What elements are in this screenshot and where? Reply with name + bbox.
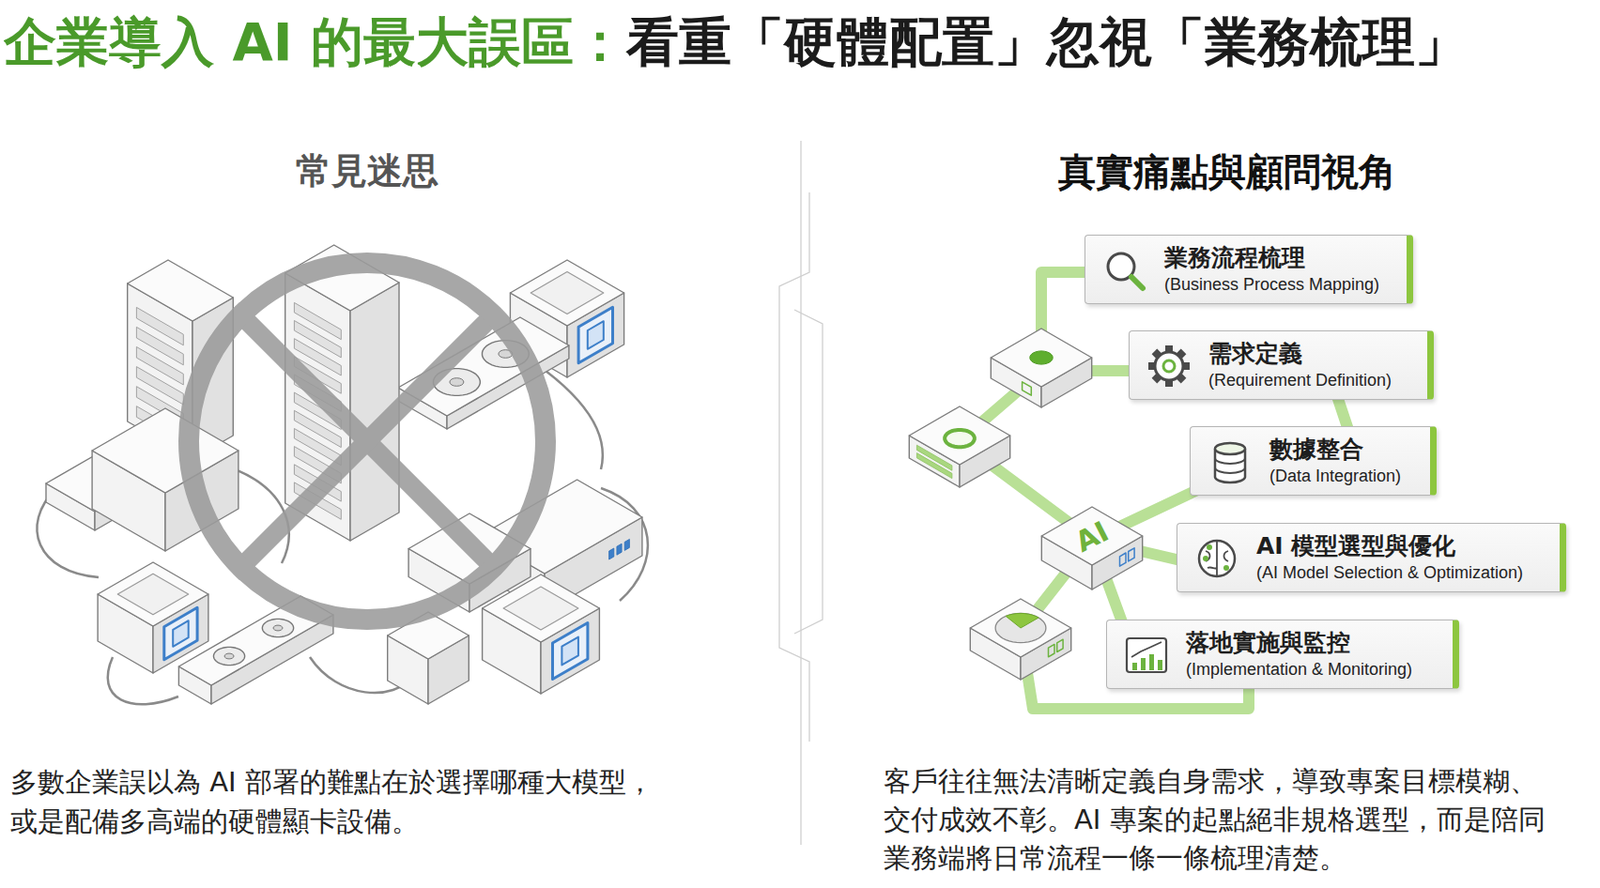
status-led <box>609 548 615 560</box>
chip-cube <box>97 562 209 674</box>
chip-outer <box>578 307 613 364</box>
step-title: 落地實施與監控 <box>1185 628 1431 659</box>
box-top-face <box>1041 507 1142 566</box>
chip-inner <box>172 620 189 647</box>
divider <box>779 140 823 846</box>
prohibition-ring <box>188 262 546 620</box>
step-title: AI 模型選型與優化 <box>1256 531 1538 562</box>
paragraph: 客戶往往無法清晰定義自身需求，導致專案目標模糊、 交付成效不彰。AI 專案的起點… <box>883 762 1547 878</box>
chart-bar <box>1140 658 1146 671</box>
step-title: 數據整合 <box>1269 434 1408 465</box>
port-square <box>1048 644 1056 657</box>
brain-node <box>1206 544 1213 551</box>
gear-body <box>1154 352 1184 381</box>
brain-fold <box>1205 541 1229 576</box>
process-step-box: 需求定義(Requirement Definition) <box>1128 330 1434 400</box>
step-icon <box>1140 338 1198 395</box>
chart-bar <box>1149 654 1154 671</box>
step-icon <box>1096 242 1154 299</box>
fan-hub <box>273 625 283 631</box>
chart-frame <box>1126 638 1167 673</box>
data-stripe <box>916 445 953 471</box>
chip-cube <box>482 574 600 694</box>
section-heading: 真實痛點與顧問視角 <box>1058 149 1397 195</box>
port-dot <box>1030 351 1053 365</box>
fan-ring <box>214 646 246 665</box>
step-title: 業務流程梳理 <box>1164 243 1385 274</box>
prohibition-cross <box>247 322 487 561</box>
section-heading: 常見迷思 <box>295 150 439 194</box>
port-square <box>1128 548 1135 562</box>
database-ring <box>1215 458 1246 464</box>
chip-lid <box>117 573 188 616</box>
chart-bar <box>1132 662 1138 671</box>
chip-inner <box>587 321 604 350</box>
magnifier-handle <box>1131 276 1143 289</box>
rack-slot <box>136 307 184 345</box>
port-square <box>1120 553 1127 567</box>
pie-chart <box>995 613 1047 643</box>
rack-slot <box>293 302 341 339</box>
paragraph: 多數企業誤以為 AI 部署的難點在於選擇哪種大模型， 或是配備多高端的硬體顯卡設… <box>10 762 668 842</box>
port-mark <box>1022 382 1032 396</box>
brain-node <box>1202 555 1209 562</box>
box-top-face <box>969 599 1071 658</box>
step-subtitle: (Data Integration) <box>1269 464 1408 488</box>
database-ring <box>1215 467 1246 474</box>
chip-outer <box>553 623 588 680</box>
step-subtitle: (Implementation & Monitoring) <box>1185 658 1431 681</box>
step-subtitle: (AI Model Selection & Optimization) <box>1256 561 1538 585</box>
pie-slice <box>1005 613 1039 629</box>
process-step-box: 數據整合(Data Integration) <box>1189 426 1437 496</box>
ai-cube <box>1041 507 1142 590</box>
chip-lid <box>530 272 604 315</box>
flow-cube <box>990 328 1092 408</box>
fan-hub <box>449 378 464 387</box>
box-top-face <box>990 328 1092 387</box>
divider-bracket <box>779 192 810 742</box>
process-step-box: 業務流程梳理(Business Process Mapping) <box>1084 234 1414 305</box>
status-led <box>616 543 622 555</box>
step-icon <box>1118 627 1175 684</box>
flow-cube <box>969 599 1071 680</box>
prohibition-cross <box>247 322 487 561</box>
prohibition-sign <box>188 262 546 620</box>
hardware-pile <box>36 245 648 705</box>
box-top-face <box>908 406 1010 465</box>
chart-bar <box>1157 660 1163 671</box>
process-step-box: AI 模型選型與優化(AI Model Selection & Optimiza… <box>1176 523 1567 593</box>
fan-hub <box>224 653 234 660</box>
port-square <box>1057 639 1063 652</box>
gear-hub <box>1163 360 1175 372</box>
database-top <box>1215 443 1246 455</box>
brain-node <box>1223 565 1230 571</box>
divider-bracket <box>794 309 823 634</box>
divider-line <box>800 140 802 846</box>
step-title: 需求定義 <box>1208 338 1405 370</box>
box-top-face <box>92 408 239 493</box>
fan-ring <box>261 618 293 637</box>
step-icon <box>1188 530 1246 587</box>
step-subtitle: (Requirement Definition) <box>1208 369 1405 392</box>
chip-outer <box>164 607 198 660</box>
lens-ring <box>944 430 975 447</box>
process-step-box: 落地實施與監控(Implementation & Monitoring) <box>1106 619 1460 690</box>
status-led <box>624 538 630 551</box>
chip-lid <box>503 586 579 631</box>
box-right-face <box>211 615 334 705</box>
step-subtitle: (Business Process Mapping) <box>1164 273 1385 296</box>
brain-outline <box>1199 540 1235 577</box>
step-icon <box>1201 433 1259 491</box>
flow-cube <box>908 406 1010 488</box>
chart-trend <box>1131 642 1162 658</box>
title: 企業導入 AI 的最大誤區：看重「硬體配置」忽視「業務梳理」 <box>3 9 1468 76</box>
cube-label: AI <box>1070 514 1115 560</box>
chip-inner <box>561 637 579 666</box>
